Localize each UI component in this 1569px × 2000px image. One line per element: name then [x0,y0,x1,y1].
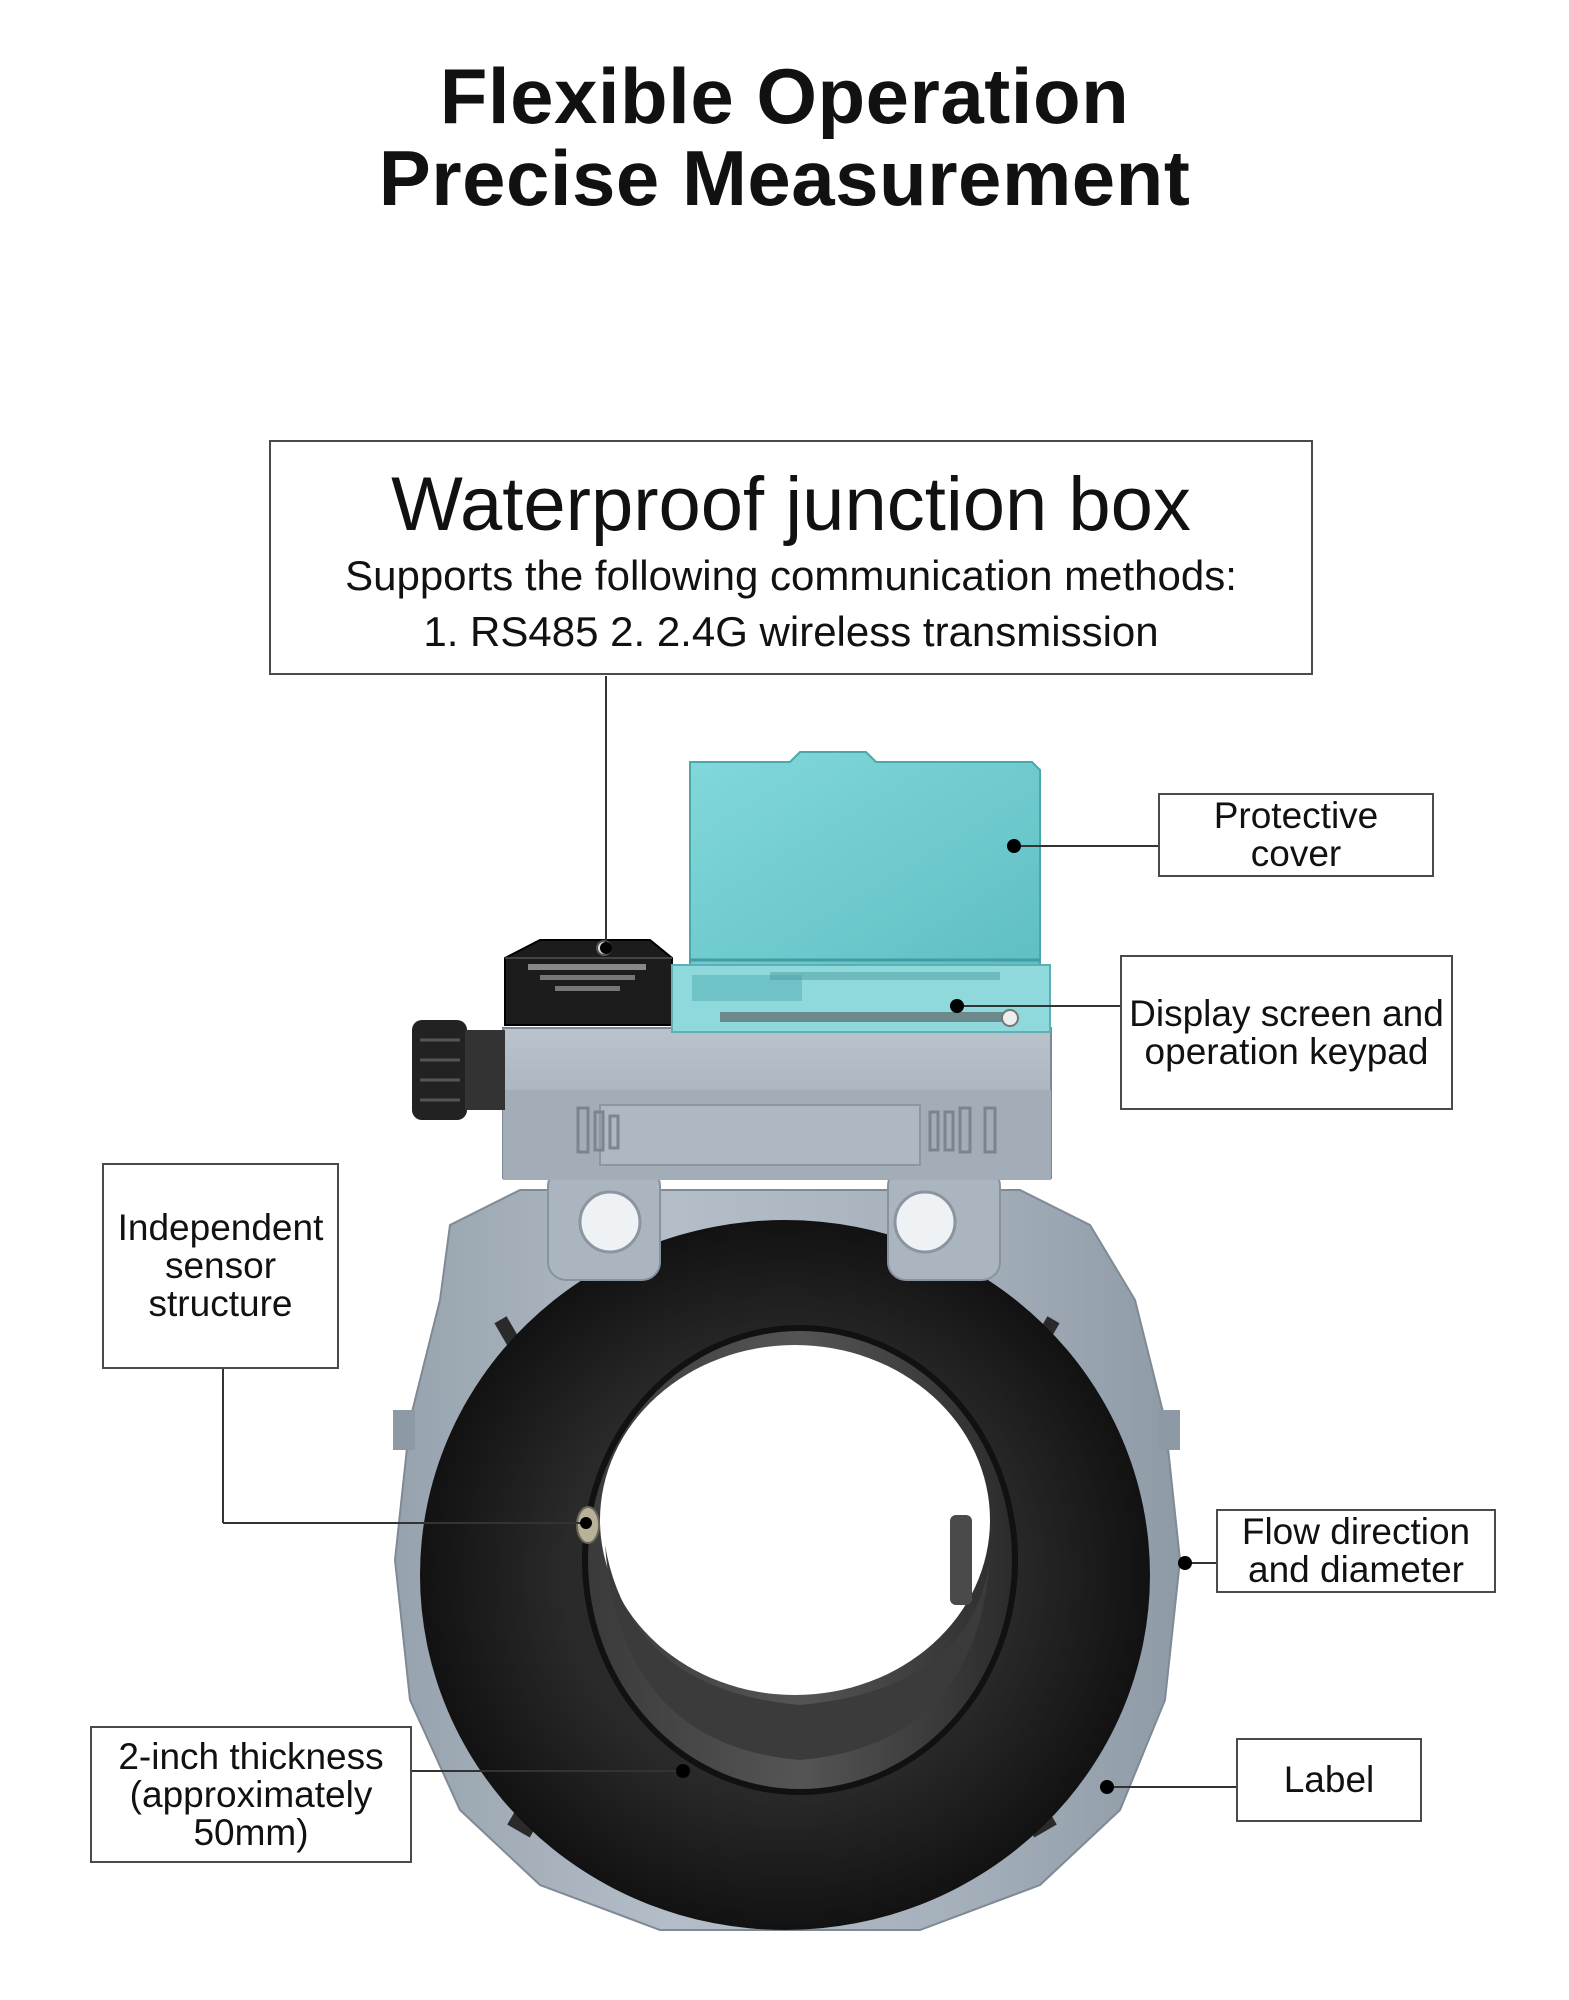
sensor-structure-line-3: structure [148,1283,293,1324]
callout-display-screen: Display screen and operation keypad [1120,955,1453,1110]
callout-protective-cover: Protective cover [1158,793,1434,877]
page-title: Flexible Operation Precise Measurement [0,55,1569,219]
converter-housing [502,1027,1052,1180]
callout-flow-direction: Flow direction and diameter [1216,1509,1496,1593]
sensor-structure-line-1: Independent [117,1207,324,1248]
junction-box [504,939,673,1026]
callout-thickness: 2-inch thickness (approximately 50mm) [90,1726,412,1863]
flow-direction-line-1: Flow direction [1241,1511,1471,1552]
callout-label: Label [1236,1738,1422,1822]
mounting-bosses [547,1167,1001,1281]
protective-cover [689,751,1041,966]
rubber-liner-ring [420,1220,1150,1930]
display-screen-line-2: operation keypad [1144,1030,1429,1072]
callout-sensor-structure: Independent sensor structure [102,1163,339,1369]
cable-gland [412,1020,505,1120]
leader-lines [222,676,1236,1794]
junction-box-subtitle: Supports the following communication met… [345,551,1237,599]
protective-cover-line-2: cover [1250,833,1342,874]
thickness-line-1: 2-inch thickness [118,1735,384,1777]
label-text: Label [1283,1759,1375,1800]
flow-direction-line-2: and diameter [1248,1549,1464,1590]
junction-box-detail: 1. RS485 2. 2.4G wireless transmission [423,607,1159,655]
display-screen-line-1: Display screen and [1129,992,1444,1034]
display-panel [671,964,1051,1033]
title-line-2: Precise Measurement [378,134,1191,222]
protective-cover-line-1: Protective [1213,795,1379,836]
sensor-structure-line-2: sensor [164,1245,277,1286]
thickness-line-2: (approximately [129,1773,373,1815]
callout-junction-box: Waterproof junction box Supports the fol… [269,440,1313,675]
thickness-line-3: 50mm) [193,1811,309,1853]
title-line-1: Flexible Operation [439,52,1130,140]
junction-box-title: Waterproof junction box [391,461,1191,547]
